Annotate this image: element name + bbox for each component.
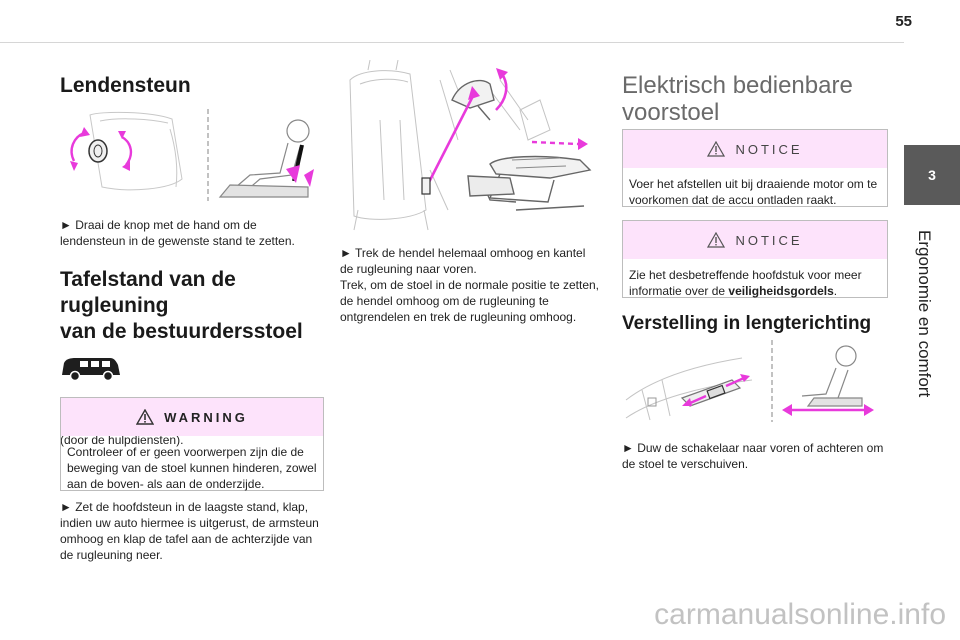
- page-number: 55: [895, 13, 912, 30]
- header-rule: [0, 42, 904, 43]
- notice-box-2-header: NOTICE: [623, 221, 887, 259]
- notice-box-2: NOTICE Zie het desbetreffende hoofdstuk …: [622, 220, 888, 298]
- section-title-tafelstand-line2: van de bestuurdersstoel: [60, 320, 303, 343]
- warning-triangle-icon: [136, 409, 155, 425]
- car-van-icon: [62, 358, 120, 382]
- fold-step-2: Trek, om de stoel in de normale positie …: [340, 278, 600, 324]
- lumbar-illustration: [70, 109, 314, 201]
- notice-1-text: Voer het afstellen uit bij draaiende mot…: [629, 177, 878, 207]
- warning-text: Controleer of er geen voorwerpen zijn di…: [67, 445, 317, 491]
- chapter-title-text: Ergonomie en comfort: [915, 230, 934, 398]
- fold-step-1: ► Trek de hendel helemaal omhoog en kant…: [340, 246, 586, 276]
- section-title-elektrisch-line2: voorstoel: [622, 99, 720, 126]
- section-title-lendensteun: Lendensteun: [60, 74, 191, 97]
- notice-2-text-after: .: [833, 284, 838, 298]
- lengte-step: ► Duw de schakelaar naar voren of achter…: [622, 441, 884, 471]
- notice-triangle-icon: [707, 232, 726, 248]
- watermark: carmanualsonline.info: [654, 598, 946, 631]
- notice-box-1-header: NOTICE: [623, 130, 887, 168]
- notice-1-label: NOTICE: [735, 141, 803, 157]
- notice-triangle-icon: [707, 141, 726, 157]
- column-middle: ► Trek de hendel helemaal omhoog en kant…: [340, 60, 602, 325]
- seat-fold-illustration: [349, 60, 592, 231]
- notice-box-1: NOTICE Voer het afstellen uit bij draaie…: [622, 129, 888, 207]
- section-title-tafelstand-line1: Tafelstand van de rugleuning: [60, 268, 236, 317]
- tafelstand-step: ► Zet de hoofdsteun in de laagste stand,…: [60, 500, 319, 562]
- warning-box-header: WARNING: [61, 398, 323, 436]
- notice-2-text: Zie het desbetreffende hoofdstuk voor me…: [623, 259, 887, 306]
- section-title-elektrisch-line1: Elektrisch bedienbare: [622, 72, 853, 99]
- notice-2-text-before: Zie het desbetreffende hoofdstuk voor me…: [629, 268, 862, 298]
- warning-box: WARNING Controleer of er geen voorwerpen…: [60, 397, 324, 491]
- seatbelt-link[interactable]: veiligheidsgordels: [728, 284, 834, 298]
- notice-2-label: NOTICE: [735, 232, 803, 248]
- lendensteun-instruction: ► Draai de knop met de hand om de lenden…: [60, 218, 295, 248]
- column-right: Elektrisch bedienbare voorstoel: [622, 60, 888, 126]
- column-left: Lendensteun ► Draai de knop met de hand …: [60, 60, 322, 448]
- chapter-title: Ergonomie en comfort: [915, 230, 938, 490]
- warning-label: WARNING: [164, 409, 248, 425]
- section-title-lengterichting: Verstelling in lengterichting: [622, 313, 872, 334]
- length-adjust-illustration: [625, 340, 874, 422]
- chapter-tab[interactable]: 3: [904, 145, 960, 205]
